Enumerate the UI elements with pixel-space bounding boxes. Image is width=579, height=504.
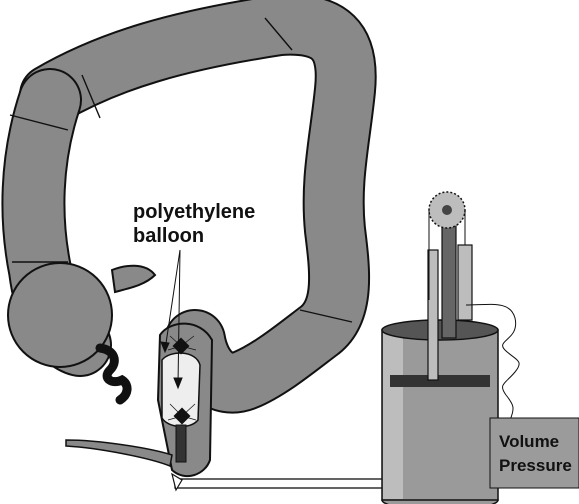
connecting-tube [172,474,396,490]
recorder-volume-label: Volume [499,430,572,454]
drain-tube [66,440,172,466]
recorder-pressure-label: Pressure [499,454,572,478]
balloon-label-line2: balloon [133,224,255,248]
appendix [112,266,155,292]
catheter-dark [176,425,186,462]
balloon-label: polyethylene balloon [133,200,255,248]
recorder-label: Volume Pressure [499,430,572,478]
cecum [8,263,112,367]
piston [390,375,490,387]
balloon-label-line1: polyethylene [133,200,255,224]
pressure-cylinder [382,320,498,504]
